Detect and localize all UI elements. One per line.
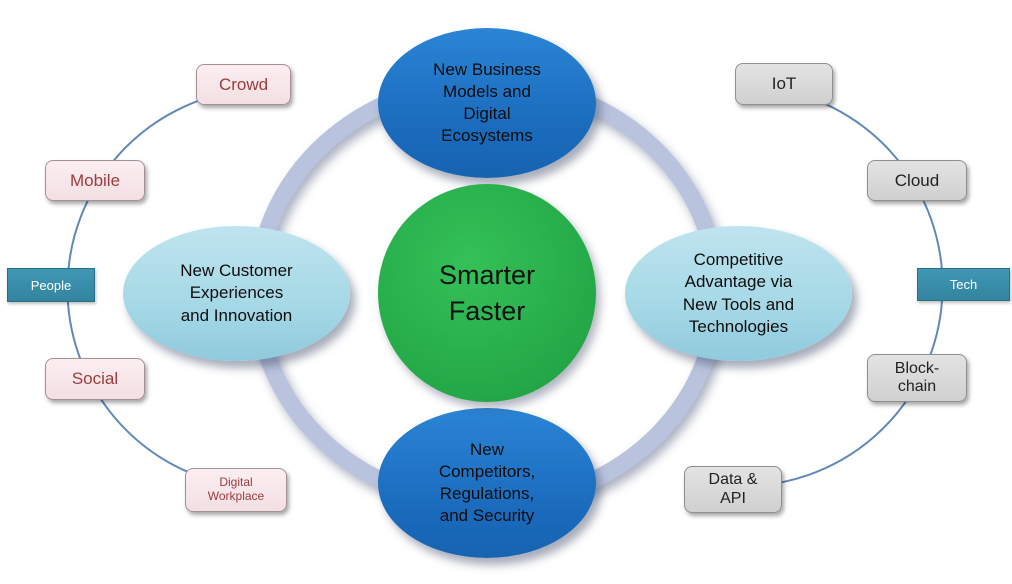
- node-cloud: Cloud: [867, 160, 967, 201]
- node-digital-workplace: Digital Workplace: [185, 468, 287, 512]
- node-business-models-label: New Business Models and Digital Ecosyste…: [433, 59, 541, 146]
- node-blockchain-label: Block- chain: [894, 359, 940, 395]
- node-crowd-label: Crowd: [218, 74, 269, 94]
- node-cloud-label: Cloud: [894, 170, 940, 190]
- node-social-label: Social: [71, 369, 119, 389]
- node-customer-experiences-label: New Customer Experiences and Innovation: [180, 261, 293, 325]
- node-mobile-label: Mobile: [69, 170, 121, 190]
- node-competitive-advantage: Competitive Advantage via New Tools and …: [625, 226, 852, 361]
- node-business-models: New Business Models and Digital Ecosyste…: [378, 28, 596, 178]
- node-customer-experiences: New Customer Experiences and Innovation: [123, 226, 350, 361]
- node-social: Social: [45, 358, 145, 400]
- tech-tag: Tech: [917, 268, 1010, 301]
- node-competitors-regulations-label: New Competitors, Regulations, and Securi…: [438, 439, 536, 526]
- node-data-api-label: Data & API: [708, 471, 758, 507]
- people-tag: People: [7, 268, 95, 302]
- node-digital-workplace-label: Digital Workplace: [207, 475, 265, 503]
- node-data-api: Data & API: [684, 466, 782, 513]
- node-blockchain: Block- chain: [867, 354, 967, 402]
- node-smarter-faster-label: Smarter Faster: [438, 259, 536, 326]
- node-smarter-faster: Smarter Faster: [378, 184, 596, 402]
- node-mobile: Mobile: [45, 160, 145, 201]
- node-competitive-advantage-label: Competitive Advantage via New Tools and …: [682, 250, 795, 336]
- node-iot-label: IoT: [771, 74, 797, 94]
- node-iot: IoT: [735, 63, 833, 105]
- tech-tag-label: Tech: [949, 277, 978, 292]
- people-tag-label: People: [30, 277, 72, 293]
- node-competitors-regulations: New Competitors, Regulations, and Securi…: [378, 408, 596, 558]
- node-crowd: Crowd: [196, 64, 291, 105]
